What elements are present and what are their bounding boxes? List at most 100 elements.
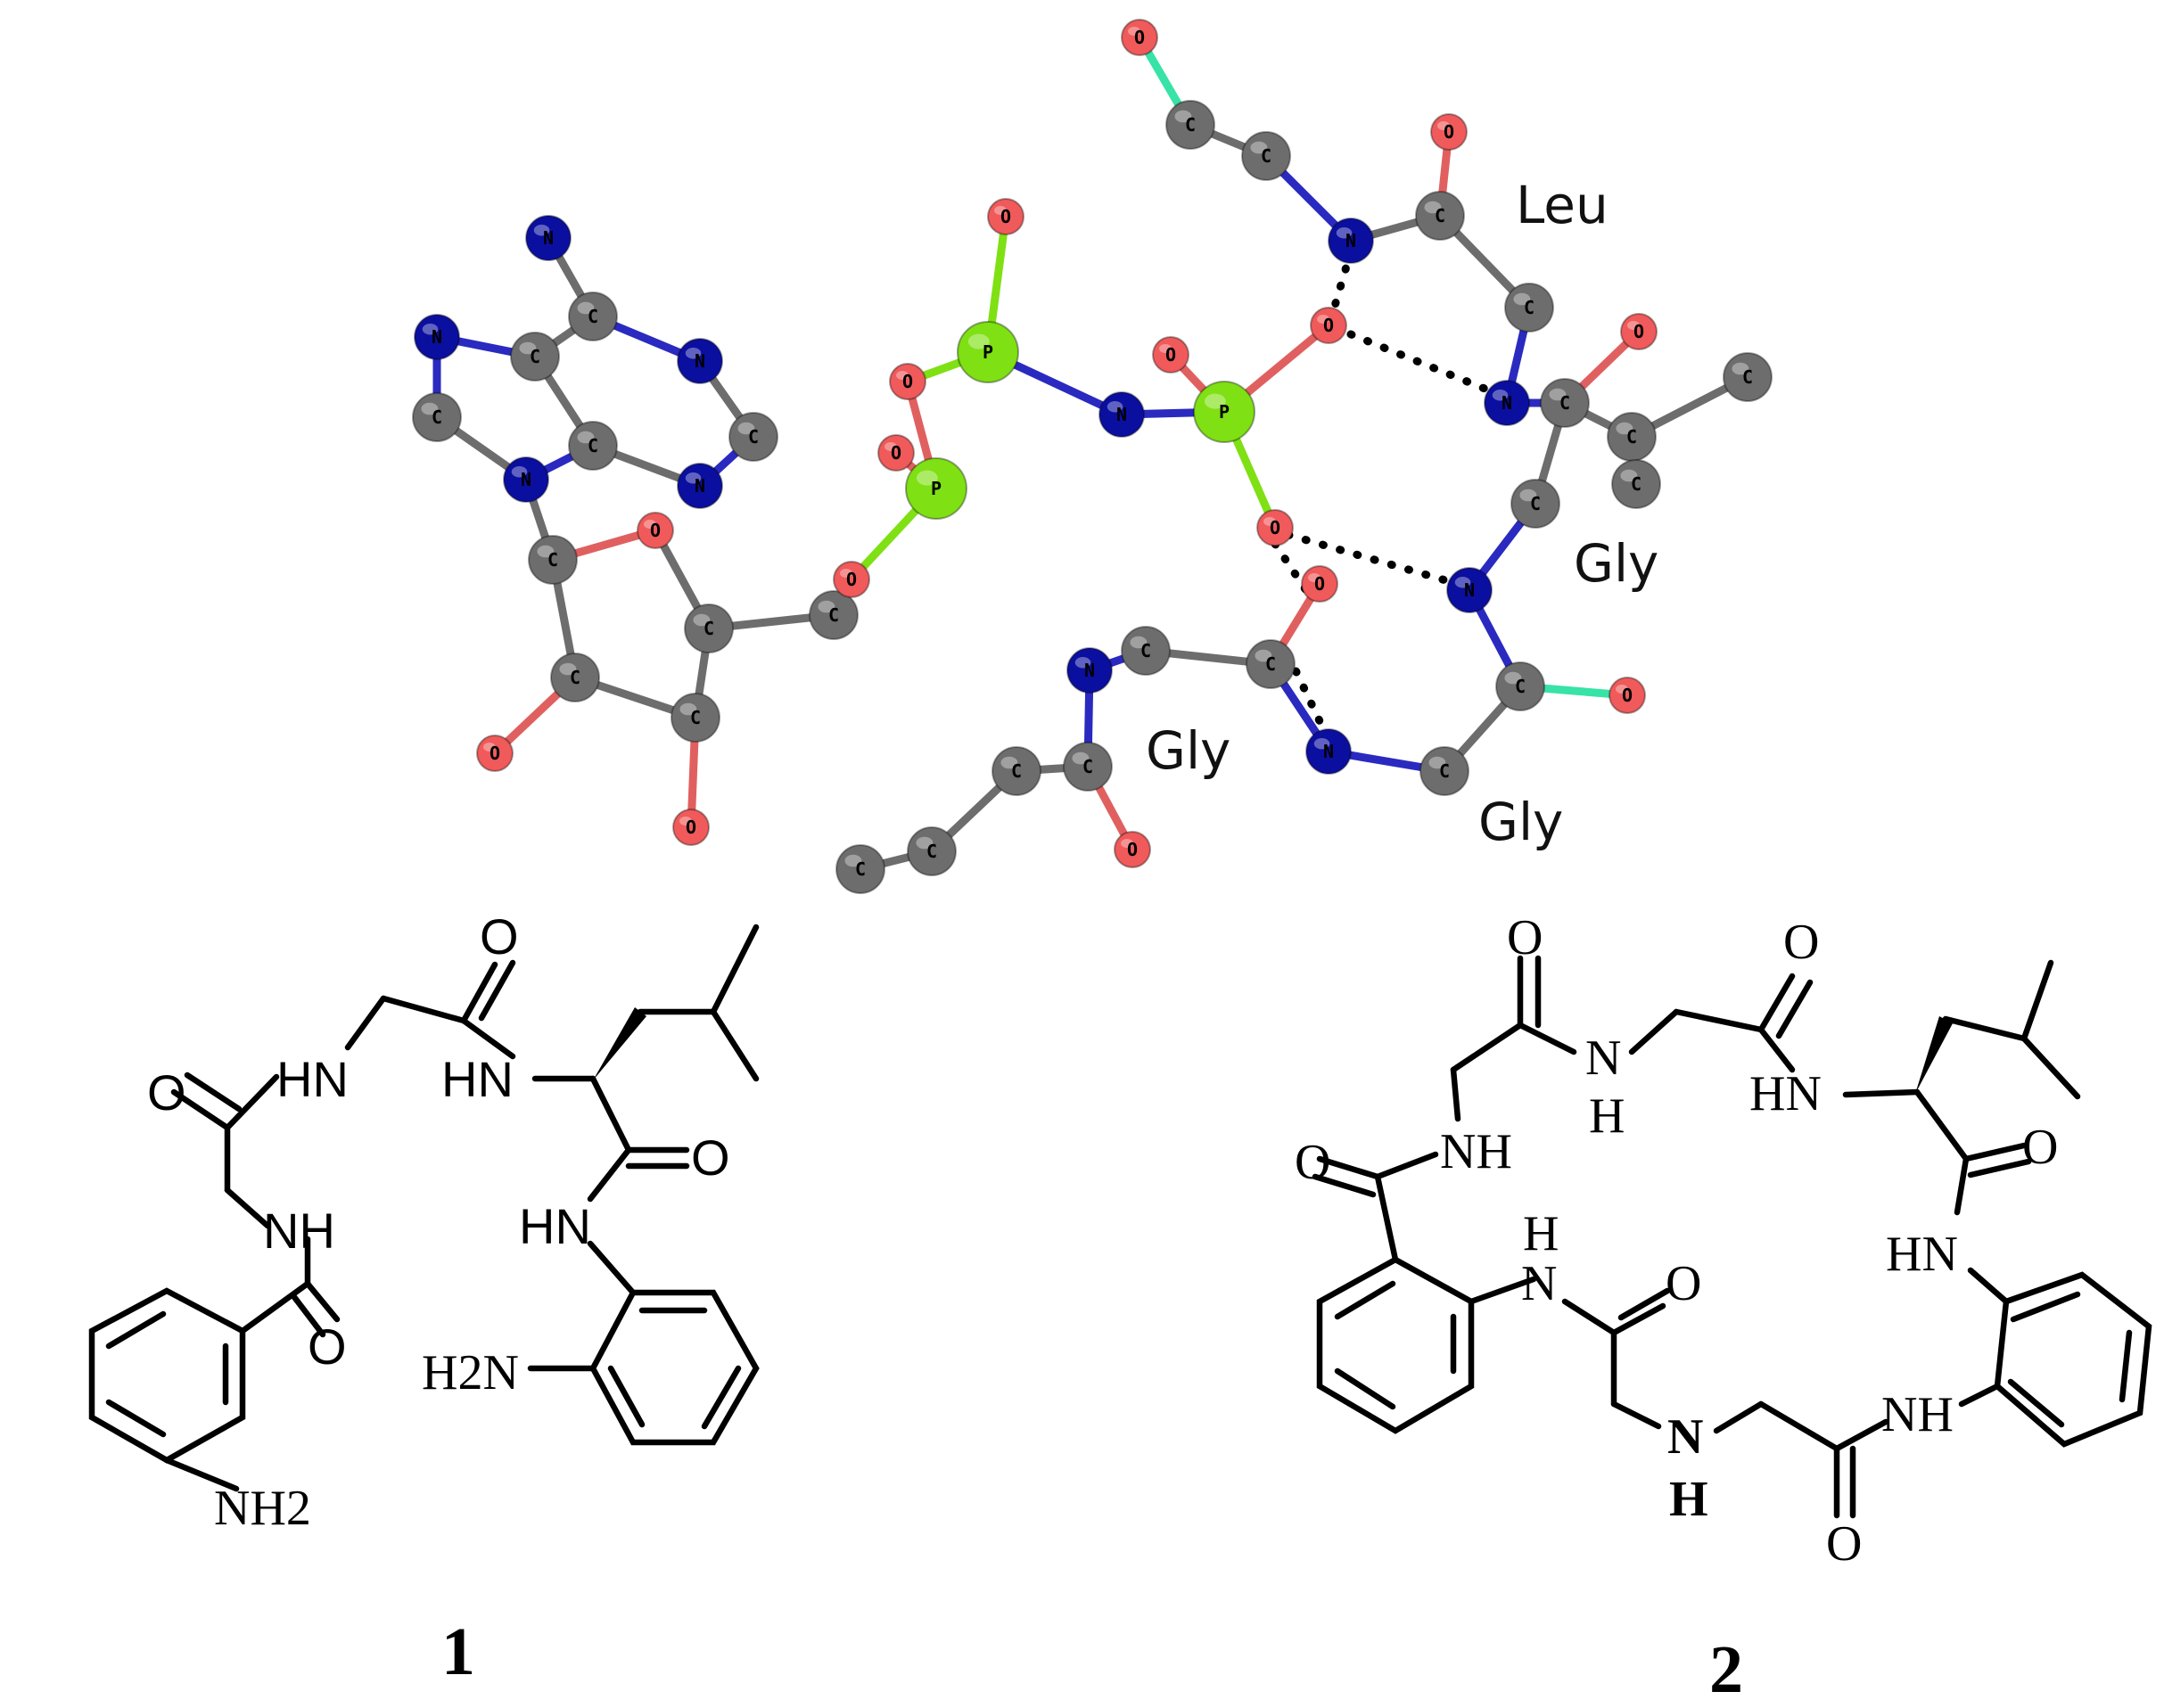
- c2-nh-1: NH: [1440, 1124, 1512, 1179]
- atom-highlight: [737, 422, 755, 435]
- atom-symbol: C: [828, 604, 839, 626]
- atom-highlight: [994, 206, 1007, 215]
- atom-c: [1246, 639, 1296, 689]
- atom-symbol: C: [926, 841, 937, 862]
- atom-symbol: O: [1323, 315, 1334, 336]
- atom-o: [1301, 565, 1338, 603]
- atom-o: [987, 198, 1024, 235]
- atom-o: [1430, 113, 1468, 151]
- atom-n: [1484, 380, 1530, 426]
- atom-symbol: P: [1219, 401, 1230, 423]
- c1-hn-right: HN: [441, 1051, 514, 1107]
- c1-nh2: NH2: [214, 1481, 311, 1536]
- atom-symbol: N: [1464, 579, 1475, 601]
- atom-highlight: [1174, 110, 1192, 123]
- c2-h-amide: H: [1589, 1088, 1625, 1144]
- atom-o: [476, 735, 514, 772]
- atom-c: [728, 412, 778, 462]
- atom-symbol: C: [570, 667, 580, 688]
- residue-label-gly-1: Gly: [1574, 533, 1658, 594]
- atom-symbol: C: [1626, 426, 1637, 448]
- atom-o: [637, 512, 674, 549]
- atom-symbol: C: [1435, 205, 1445, 226]
- atom-n: [1098, 391, 1145, 438]
- atom-highlight: [1732, 362, 1749, 375]
- atom-symbol: O: [902, 371, 913, 392]
- atom-highlight: [967, 333, 990, 349]
- atom-symbol: N: [521, 469, 531, 490]
- c1-carbonyl-o-right: O: [691, 1129, 730, 1186]
- atom-c: [671, 693, 720, 743]
- atom-symbol: N: [1084, 660, 1095, 681]
- atom-highlight: [1250, 141, 1268, 154]
- atom-o: [1310, 307, 1347, 344]
- atom-symbol: O: [1270, 517, 1280, 538]
- atom-symbol: C: [588, 435, 598, 456]
- atom-symbol: C: [1742, 366, 1753, 388]
- atom-highlight: [1627, 321, 1640, 330]
- atom-highlight: [885, 442, 897, 451]
- atom-highlight: [1107, 401, 1123, 413]
- atom-o: [877, 434, 915, 472]
- atom-highlight: [1620, 469, 1638, 482]
- c2-carbonyl-o-4: O: [1295, 1135, 1330, 1190]
- atom-highlight: [1504, 671, 1522, 685]
- c2-carbonyl-o-3: O: [2022, 1120, 2058, 1175]
- compound-2-structure: O O N H HN O NH O HN H N O NH N H O 2: [1295, 910, 2152, 1707]
- atom-c: [528, 535, 578, 585]
- atom-n: [503, 456, 549, 503]
- atom-highlight: [1130, 636, 1148, 649]
- atom-symbol: N: [432, 326, 442, 348]
- residue-label-gly-2: Gly: [1146, 720, 1230, 781]
- atom-symbol: O: [1622, 685, 1633, 706]
- atom-symbol: C: [588, 306, 598, 327]
- atom-symbol: C: [1631, 473, 1642, 495]
- atom-symbol: N: [1116, 404, 1127, 425]
- atom-n: [1305, 728, 1352, 775]
- atom-symbol: C: [1439, 760, 1450, 782]
- c1-h2n: H2N: [422, 1345, 519, 1400]
- atom-o: [1114, 831, 1151, 868]
- atom-c: [1510, 479, 1560, 529]
- atom-symbol: O: [1314, 573, 1325, 595]
- atom-highlight: [511, 466, 528, 478]
- atom-symbol: O: [1127, 839, 1138, 860]
- atom-n: [677, 463, 723, 509]
- atom-symbol: C: [432, 406, 442, 428]
- atom-highlight: [577, 431, 595, 444]
- atom-highlight: [840, 569, 852, 578]
- c2-h-aniline: H: [1523, 1206, 1559, 1261]
- atom-symbol: C: [1530, 493, 1541, 514]
- c2-carbonyl-o-6: O: [1826, 1516, 1862, 1572]
- atom-symbol: O: [650, 520, 661, 541]
- atom-symbol: C: [1515, 676, 1526, 697]
- atom-symbol: P: [983, 341, 993, 363]
- atom-o: [833, 561, 870, 598]
- atom-highlight: [483, 743, 496, 751]
- atom-highlight: [916, 836, 934, 850]
- atom-highlight: [1513, 292, 1531, 306]
- atom-p: [1193, 381, 1255, 443]
- atom-highlight: [559, 662, 577, 676]
- atom-symbol: O: [686, 817, 696, 838]
- atom-c: [1165, 100, 1215, 150]
- atom-highlight: [844, 854, 862, 867]
- atom-c: [1063, 742, 1113, 792]
- c2-carbonyl-o-5: O: [1666, 1256, 1701, 1311]
- atom-symbol: O: [1134, 27, 1145, 48]
- atom-highlight: [1159, 344, 1172, 353]
- c1-nh: NH: [263, 1203, 335, 1259]
- atom-highlight: [1424, 201, 1442, 214]
- c2-n-amine: N: [1667, 1409, 1703, 1465]
- atom-highlight: [421, 402, 439, 415]
- atom-symbol: O: [1000, 206, 1011, 227]
- atom-c: [835, 844, 885, 894]
- compound-1-number: 1: [441, 1614, 475, 1689]
- atom-symbol: C: [1265, 653, 1276, 675]
- atom-symbol: C: [748, 426, 759, 448]
- compound-2-bonds: [1312, 955, 2152, 1519]
- atom-o: [672, 809, 710, 846]
- c1-hn-left: HN: [276, 1051, 349, 1107]
- atom-symbol: O: [490, 743, 500, 764]
